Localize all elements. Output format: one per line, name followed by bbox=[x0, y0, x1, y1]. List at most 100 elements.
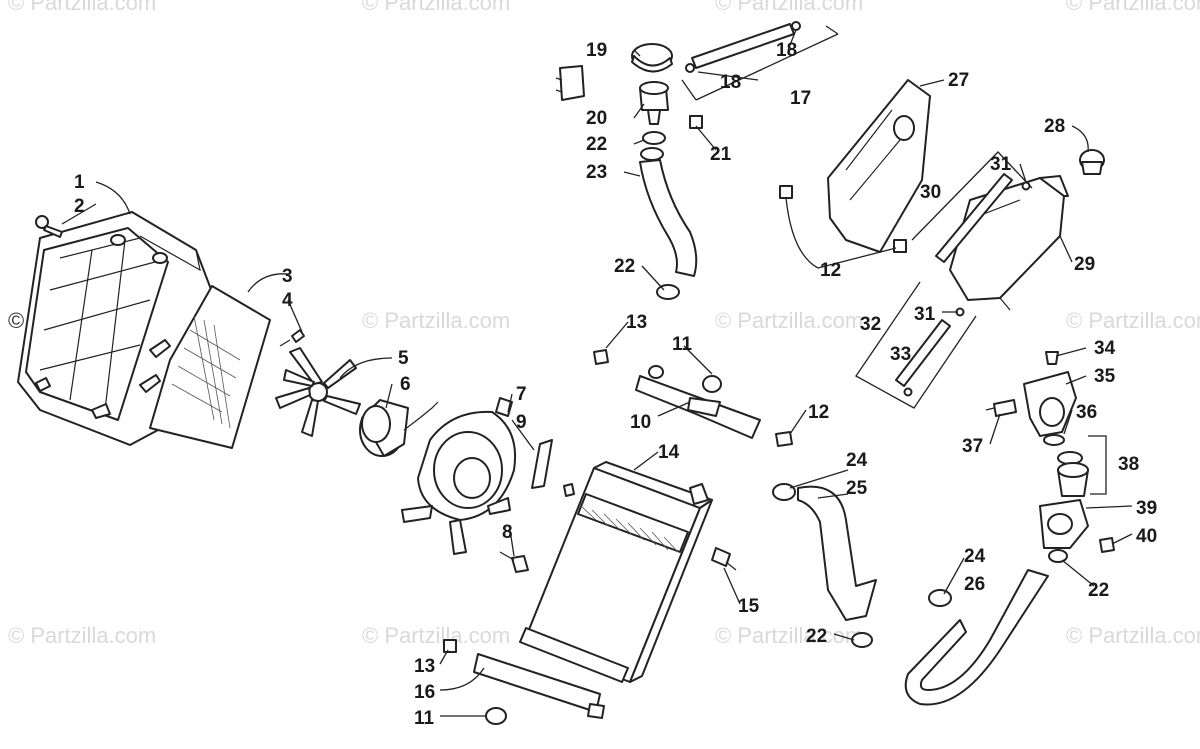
callout-19: 19 bbox=[586, 40, 607, 61]
callout-2: 2 bbox=[74, 196, 85, 217]
callout-24-upper: 24 bbox=[846, 450, 868, 471]
part-lower-pipe-26 bbox=[904, 569, 1049, 706]
callout-21: 21 bbox=[710, 144, 732, 165]
callout-11-lower: 11 bbox=[414, 708, 435, 729]
callout-26: 26 bbox=[964, 574, 985, 595]
callout-6: 6 bbox=[400, 374, 411, 395]
part-sensor-37 bbox=[985, 399, 1017, 417]
callout-5: 5 bbox=[398, 348, 409, 369]
callout-28: 28 bbox=[1044, 116, 1065, 137]
part-grommet-11-upper bbox=[648, 365, 722, 393]
callout-18-upper: 18 bbox=[776, 40, 797, 61]
part-fan-shroud bbox=[401, 397, 516, 555]
callout-32: 32 bbox=[860, 314, 881, 335]
callout-16: 16 bbox=[414, 682, 435, 703]
callout-39: 39 bbox=[1136, 498, 1157, 519]
callout-12-right: 12 bbox=[808, 402, 829, 423]
watermark: © Partzilla.com bbox=[1066, 308, 1200, 333]
part-screw-21 bbox=[689, 115, 703, 129]
watermark: © Partzilla.com bbox=[1066, 623, 1200, 648]
part-overflow-tube bbox=[855, 281, 977, 409]
part-bolt-13-lower bbox=[443, 639, 457, 653]
watermark: © Partzilla.com bbox=[362, 0, 510, 15]
leader-lines bbox=[61, 29, 1133, 717]
watermark: © Partzilla.com bbox=[362, 623, 510, 648]
watermark: © Partzilla.com bbox=[715, 0, 863, 15]
part-filler-bracket bbox=[555, 65, 585, 101]
callout-4: 4 bbox=[282, 290, 293, 311]
part-clamps-31 bbox=[903, 181, 1031, 397]
callout-labels: 1 2 3 4 5 6 7 9 8 10 11 12 13 14 15 13 1… bbox=[74, 40, 1157, 729]
part-thermostat-housing bbox=[1023, 371, 1077, 437]
callout-23: 23 bbox=[586, 162, 607, 183]
callout-10: 10 bbox=[630, 412, 651, 433]
watermark: © Partzilla.com bbox=[715, 308, 863, 333]
callout-24-lower: 24 bbox=[964, 546, 986, 567]
callout-18-lower: 18 bbox=[720, 72, 741, 93]
part-temp-sensor bbox=[711, 547, 737, 571]
part-radiator-cap bbox=[631, 43, 673, 73]
watermark: © Partzilla.com bbox=[362, 308, 510, 333]
part-fan-motor bbox=[359, 399, 439, 457]
part-reservoir-cap bbox=[1079, 149, 1105, 175]
callout-36: 36 bbox=[1076, 402, 1097, 423]
callout-9: 9 bbox=[516, 412, 527, 433]
part-thermostat-cover bbox=[1039, 499, 1089, 549]
part-grommet-11-lower bbox=[485, 707, 507, 725]
part-bolt-12-right bbox=[775, 431, 793, 447]
callout-38: 38 bbox=[1118, 454, 1139, 475]
watermarks: © Partzilla.com © Partzilla.com © Partzi… bbox=[8, 0, 1200, 648]
part-lower-hose-25 bbox=[772, 483, 877, 621]
callout-34: 34 bbox=[1094, 338, 1116, 359]
part-lower-bracket bbox=[473, 653, 605, 719]
callout-22-right: 22 bbox=[1088, 580, 1109, 601]
part-upper-hose bbox=[639, 159, 698, 277]
part-bolt-8 bbox=[499, 551, 529, 573]
part-overflow-hose bbox=[681, 21, 839, 101]
part-reservoir bbox=[949, 175, 1069, 311]
callout-31-lower: 31 bbox=[914, 304, 936, 325]
part-fan bbox=[275, 347, 361, 437]
part-filter-screen bbox=[149, 285, 271, 449]
part-bolt-13-upper bbox=[593, 349, 609, 365]
part-filler-neck bbox=[639, 81, 669, 125]
callout-40: 40 bbox=[1136, 526, 1157, 547]
callout-22-bottom: 22 bbox=[806, 626, 827, 647]
callout-30: 30 bbox=[920, 182, 941, 203]
watermark: © Partzilla.com bbox=[1066, 0, 1200, 15]
part-screw-4 bbox=[279, 329, 305, 347]
callout-12-bracket: 12 bbox=[820, 260, 841, 281]
watermark: © Partzilla.com bbox=[8, 623, 156, 648]
callout-27: 27 bbox=[948, 70, 969, 91]
part-breather-hose bbox=[911, 151, 1033, 263]
callout-1: 1 bbox=[74, 172, 85, 193]
callout-3: 3 bbox=[282, 266, 293, 287]
callout-8: 8 bbox=[502, 522, 513, 543]
callout-29: 29 bbox=[1074, 254, 1095, 275]
part-screw-2 bbox=[35, 215, 63, 238]
part-thermostat bbox=[1057, 435, 1107, 497]
part-bolt-34 bbox=[1045, 351, 1059, 365]
callout-31-upper: 31 bbox=[990, 154, 1012, 175]
callout-37: 37 bbox=[962, 436, 983, 457]
part-radiator bbox=[519, 461, 713, 683]
callout-17: 17 bbox=[790, 88, 811, 109]
watermark: © Partzilla.com bbox=[8, 0, 156, 15]
callout-33: 33 bbox=[890, 344, 911, 365]
callout-20: 20 bbox=[586, 108, 607, 129]
callout-7: 7 bbox=[516, 384, 527, 405]
callout-35: 35 bbox=[1094, 366, 1116, 387]
callout-22-mid: 22 bbox=[614, 256, 635, 277]
part-clamps-22 bbox=[640, 131, 1068, 648]
part-mounting-bracket bbox=[635, 375, 761, 439]
part-bracket-9 bbox=[531, 439, 575, 497]
part-bolt-40 bbox=[1099, 537, 1115, 553]
callout-13-upper: 13 bbox=[626, 312, 647, 333]
callout-14: 14 bbox=[658, 442, 680, 463]
callout-13-lower: 13 bbox=[414, 656, 435, 677]
part-reservoir-bracket bbox=[827, 79, 931, 253]
callout-22-top: 22 bbox=[586, 134, 607, 155]
callout-25: 25 bbox=[846, 478, 868, 499]
callout-15: 15 bbox=[738, 596, 760, 617]
